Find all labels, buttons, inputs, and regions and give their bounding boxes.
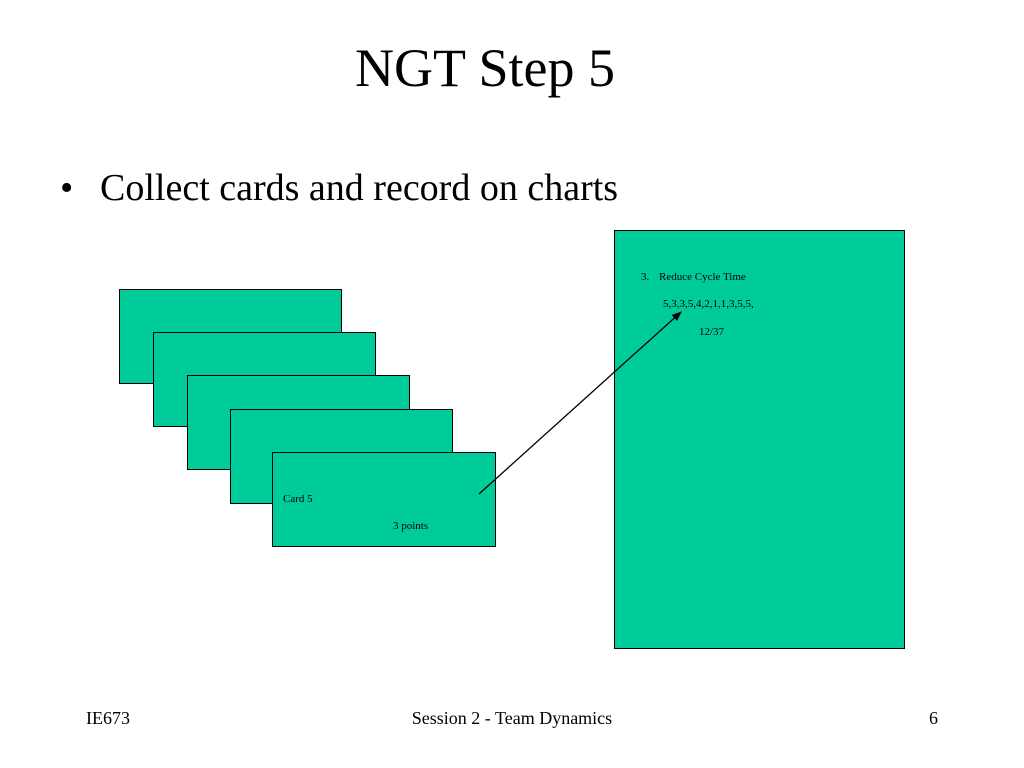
slide-title: NGT Step 5 (354, 38, 615, 98)
chart-item-number: 3. (641, 271, 650, 283)
card-5: Card 5 3 points (272, 452, 496, 547)
footer-page-number: 6 (929, 708, 938, 728)
bullet-text: Collect cards and record on charts (100, 167, 619, 209)
flip-chart: 3. Reduce Cycle Time 5,3,3,5,4,2,1,1,3,5,… (614, 230, 905, 649)
card-5-points: 3 points (393, 520, 429, 532)
chart-votes: 5,3,3,5,4,2,1,1,3,5,5, (663, 298, 754, 310)
chart-item: 3. Reduce Cycle Time (641, 271, 746, 283)
footer-session: Session 2 - Team Dynamics (411, 708, 613, 728)
chart-total: 12/37 (699, 326, 725, 338)
chart-item-text: Reduce Cycle Time (659, 271, 746, 283)
card-5-label: Card 5 (283, 493, 313, 505)
bullet-marker: • (60, 167, 74, 209)
bullet-item: • Collect cards and record on charts (60, 164, 618, 212)
footer-course: IE673 (86, 708, 130, 728)
